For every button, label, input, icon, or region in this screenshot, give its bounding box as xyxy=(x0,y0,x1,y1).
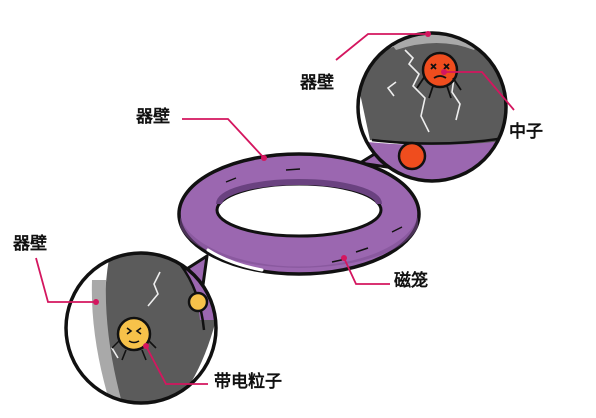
wall-light-strip xyxy=(91,280,124,403)
torus-dash-5 xyxy=(391,226,403,233)
magnetic-cage-torus xyxy=(177,152,421,276)
magnetic-cage-label: 磁笼 xyxy=(394,271,428,291)
particle-in-plasma xyxy=(187,291,209,313)
leader-wall-top-right xyxy=(335,33,428,61)
plasma-region xyxy=(358,140,506,181)
torus-dash-3 xyxy=(285,168,301,171)
neutron-character xyxy=(416,51,462,99)
crack-1 xyxy=(404,49,430,133)
leader-charged-particle xyxy=(145,345,208,385)
wall-gray-region xyxy=(358,33,506,150)
neutron-label: 中子 xyxy=(509,122,543,142)
wall-left-label: 器壁 xyxy=(13,234,47,254)
torus-highlight xyxy=(206,248,264,272)
leader-wall-left xyxy=(35,257,96,303)
charged-particle-label: 带电粒子 xyxy=(214,372,282,392)
torus-dash-4 xyxy=(225,177,237,183)
plasma-line xyxy=(371,136,506,145)
neutron-in-plasma xyxy=(397,141,427,171)
torus-hole xyxy=(215,182,383,238)
torus-dash-2 xyxy=(355,247,369,253)
crack-1 xyxy=(147,271,161,307)
torus-inner-rim xyxy=(216,179,382,205)
crack-3 xyxy=(386,81,397,97)
wall-top-right-label: 器壁 xyxy=(300,73,334,93)
leader-magnetic-cage xyxy=(343,257,390,285)
leader-neutron xyxy=(444,71,515,111)
leader-lines xyxy=(35,31,515,385)
leader-wall-center xyxy=(182,118,265,159)
wall-center-label: 器壁 xyxy=(136,107,170,127)
bottom-left-magnifier xyxy=(64,251,218,405)
charged-particle-character xyxy=(111,316,157,361)
wall-gray-region xyxy=(104,253,216,403)
